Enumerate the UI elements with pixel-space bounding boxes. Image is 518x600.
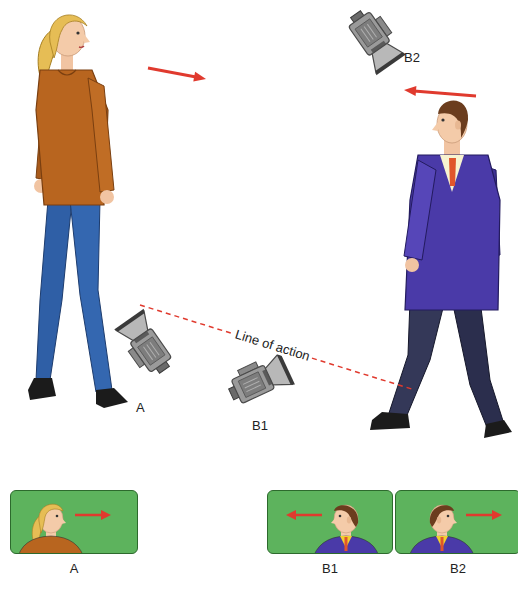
shot-thumbnail: B2 [395, 490, 518, 576]
shot-label: A [10, 561, 138, 576]
camera-symbol [223, 351, 295, 411]
camera-label: B2 [404, 50, 420, 65]
woman-figure [28, 15, 128, 408]
shot-label: B2 [395, 561, 518, 576]
thumbnail-art [396, 491, 518, 554]
look-arrow [404, 86, 476, 96]
thumbnail-frame [267, 490, 393, 554]
man-figure [370, 100, 512, 438]
shot-thumbnail: A [10, 490, 138, 576]
camera-label: B1 [252, 418, 268, 433]
look-arrow [148, 68, 206, 82]
camera-symbol [113, 309, 179, 381]
thumbnail-art [268, 491, 393, 554]
thumbnail-frame [395, 490, 518, 554]
camera-label: A [136, 400, 145, 415]
line-label: Line of action [232, 326, 314, 364]
thumbnail-art [11, 491, 138, 554]
camera-symbol [341, 3, 407, 75]
shot-label: B1 [267, 561, 393, 576]
shot-thumbnail: B1 [267, 490, 393, 576]
thumbnail-frame [10, 490, 138, 554]
